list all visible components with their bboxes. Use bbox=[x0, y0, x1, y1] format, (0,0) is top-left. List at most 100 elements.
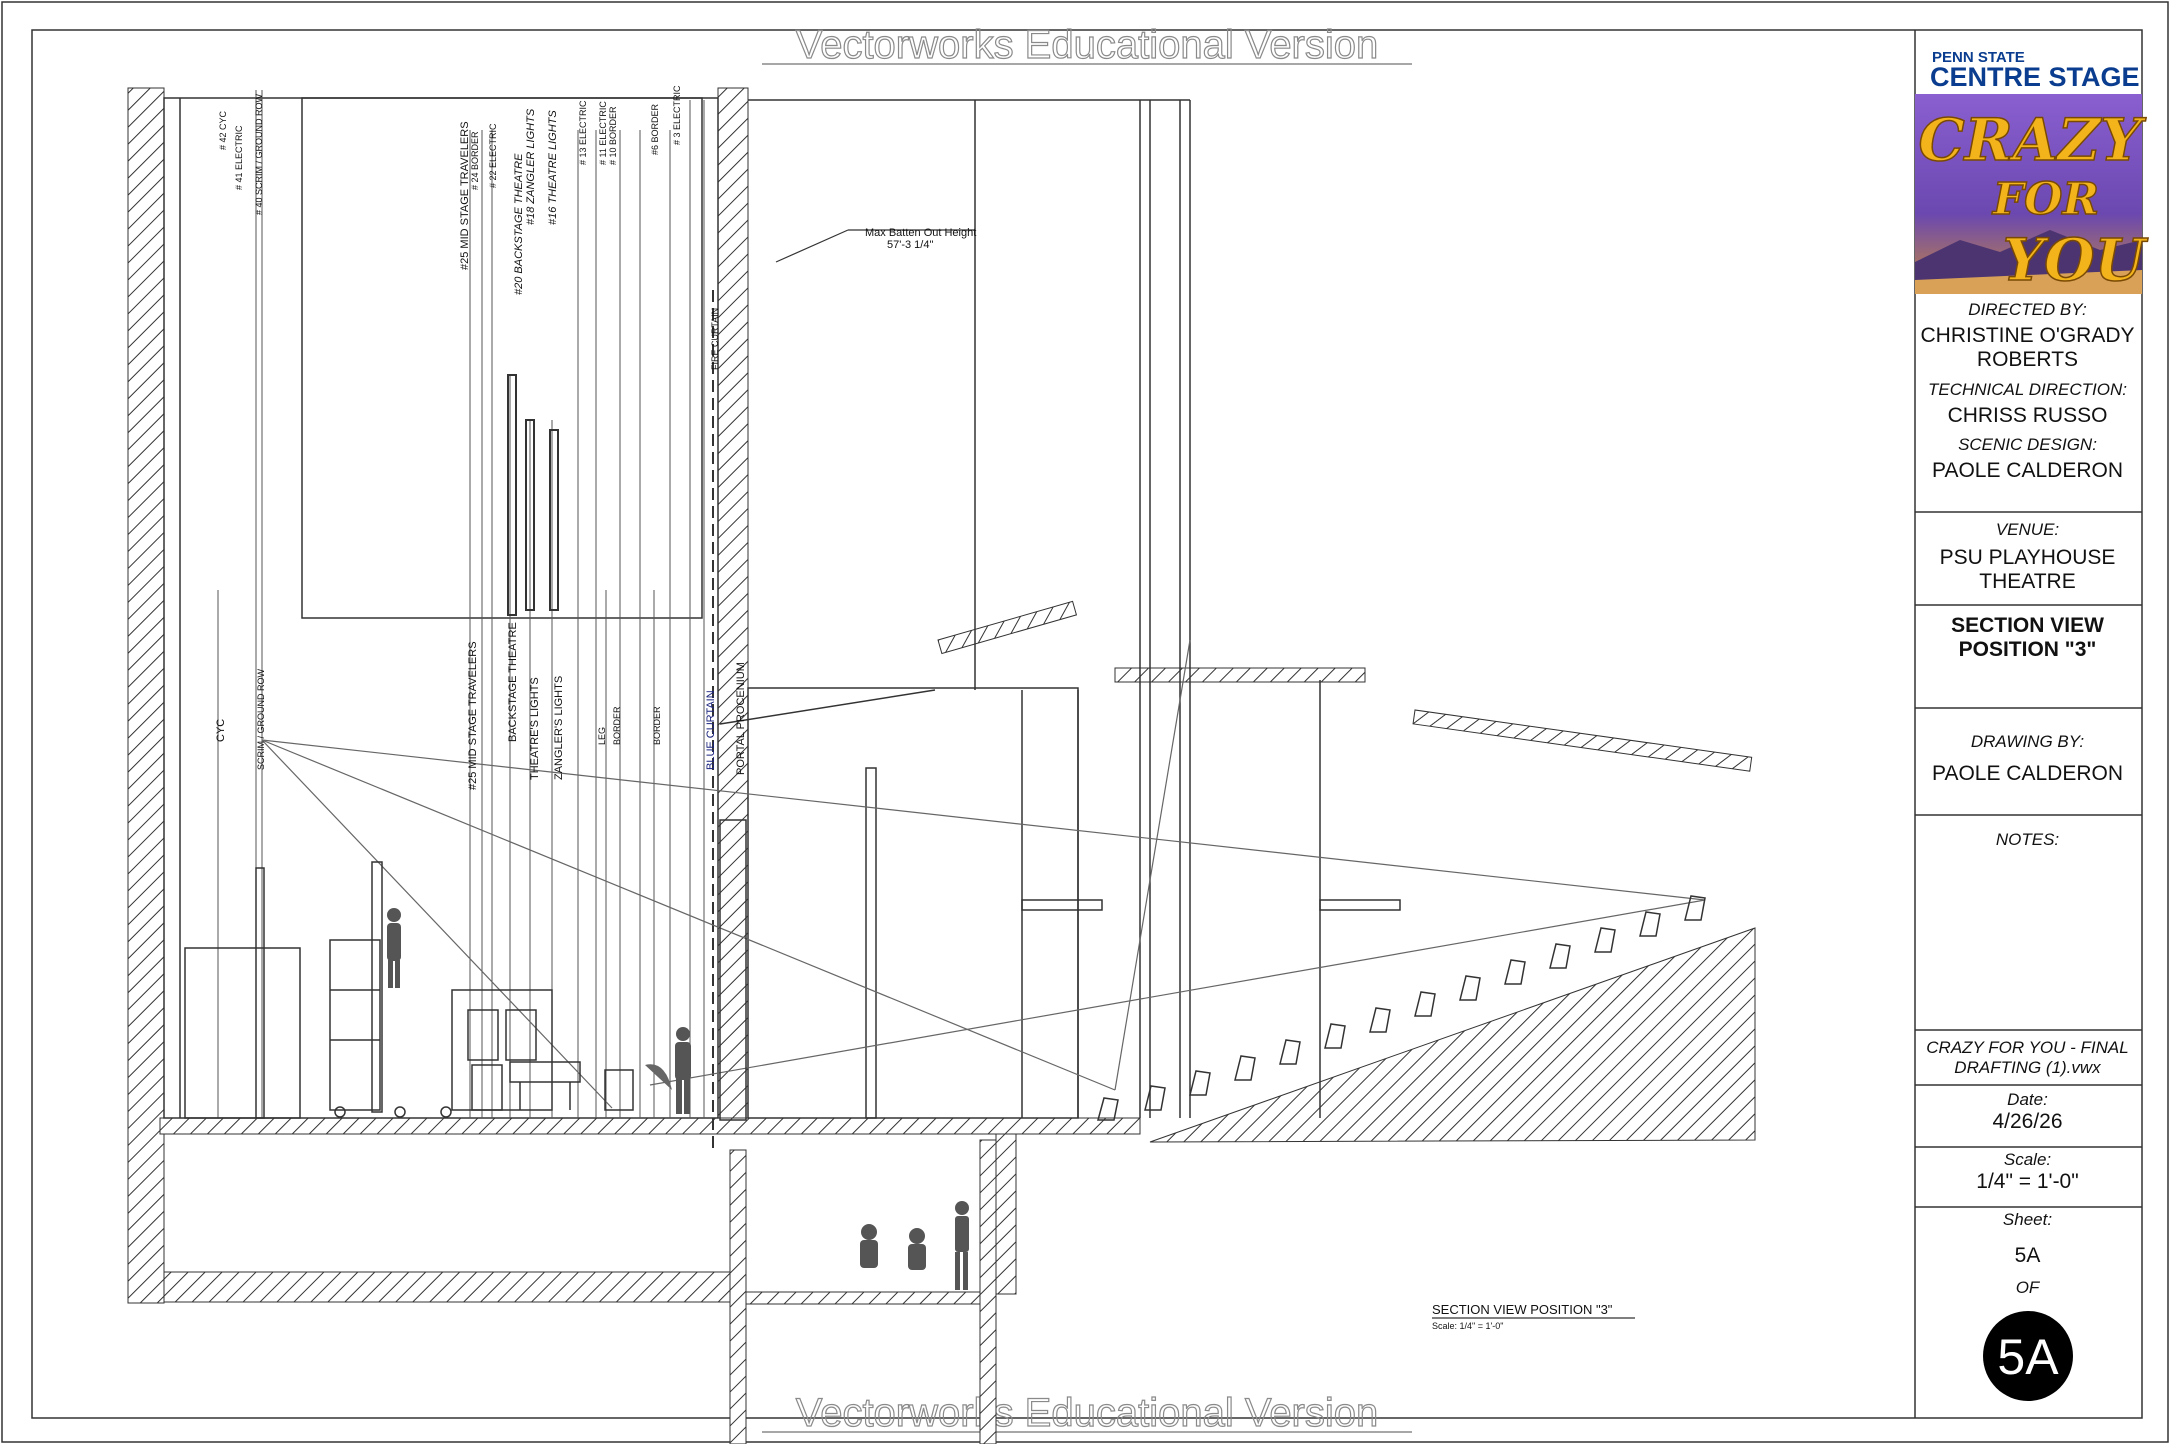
tech-value: CHRISS RUSSO bbox=[1947, 404, 2108, 427]
sightlines bbox=[261, 639, 1706, 1109]
sheet-block: Sheet: 5A OF bbox=[1915, 1210, 2140, 1298]
stage-label-backstage: BACKSTAGE THEATRE bbox=[507, 622, 519, 742]
stage-label-portal: PORTAL PROCENIUM bbox=[735, 662, 747, 775]
stage-label-zanglers-lights: ZANGLER'S LIGHTS bbox=[553, 676, 565, 780]
sheet-value: 5A bbox=[2014, 1244, 2041, 1267]
set-table bbox=[509, 1061, 581, 1083]
fly-label-electric-41: # 41 ELECTRIC bbox=[234, 125, 244, 190]
fly-label-travelers: #25 MID STAGE TRAVELERS bbox=[459, 121, 471, 270]
pit-wall-left bbox=[729, 1149, 747, 1444]
fly-label-fire-curtain: FIRE CURTAIN bbox=[710, 308, 720, 370]
stage-label-border-2: BORDER bbox=[652, 706, 662, 745]
fly-label-border-10: # 10 BORDER bbox=[608, 106, 618, 165]
drawing-by-value: PAOLE CALDERON bbox=[1932, 762, 2123, 785]
fly-label-backstage: #20 BACKSTAGE THEATRE bbox=[513, 153, 525, 295]
fly-label-electric-3: # 3 ELECTRIC bbox=[672, 85, 682, 145]
view-title-line-1: SECTION VIEW bbox=[1951, 614, 2104, 637]
fly-label-scrim: # 40 SCRIM / GROUND ROW bbox=[254, 93, 264, 215]
sheet-number-text: 5A bbox=[1997, 1329, 2059, 1385]
drawing-by-block: DRAWING BY: PAOLE CALDERON bbox=[1915, 732, 2140, 786]
stage-deck bbox=[159, 1117, 1141, 1135]
stage-label-theatres-lights: THEATRE'S LIGHTS bbox=[529, 677, 541, 780]
figure-on-scaffold bbox=[387, 908, 401, 988]
fly-label-electric-13: # 13 ELECTRIC bbox=[578, 100, 588, 165]
scenic-block: SCENIC DESIGN: PAOLE CALDERON bbox=[1915, 435, 2140, 483]
sheet-number-circle bbox=[1983, 1311, 2073, 1401]
show-logo: PENN STATE CENTRE STAGE CRAZY FOR YOU bbox=[1915, 49, 2149, 295]
fly-label-electric-11: # 11 ELECTRIC bbox=[598, 101, 608, 165]
view-scale: Scale: 1/4" = 1'-0" bbox=[1432, 1321, 1503, 1331]
pit-floor bbox=[745, 1291, 981, 1305]
directed-block: DIRECTED BY: CHRISTINE O'GRADY ROBERTS bbox=[1915, 300, 2140, 372]
umbrella bbox=[645, 1064, 672, 1090]
sheet-label: Sheet: bbox=[2002, 1210, 2053, 1229]
scale-label: Scale: bbox=[2003, 1150, 2052, 1169]
logo-line-1: PENN STATE bbox=[1932, 49, 2025, 66]
scenic-value: PAOLE CALDERON bbox=[1932, 459, 2123, 482]
tech-label: TECHNICAL DIRECTION: bbox=[1928, 380, 2127, 399]
scenic-label: SCENIC DESIGN: bbox=[1958, 435, 2097, 454]
view-caption: SECTION VIEW POSITION "3" bbox=[1432, 1302, 1613, 1317]
notes-label: NOTES: bbox=[1995, 830, 2060, 849]
ceiling-panel-1 bbox=[937, 600, 1078, 655]
fly-label-zangler: #18 ZANGLER LIGHTS bbox=[525, 108, 537, 225]
fly-label-theatre-lights: #16 THEATRE LIGHTS bbox=[547, 110, 559, 225]
fly-loft bbox=[163, 97, 1401, 1119]
stage-label-travelers: #25 MID STAGE TRAVELERS bbox=[467, 641, 479, 790]
venue-label: VENUE: bbox=[1995, 520, 2060, 539]
drawing-by-label: DRAWING BY: bbox=[1970, 732, 2085, 751]
watermark-top: Vectorworks Educational Version bbox=[796, 23, 1379, 67]
view-title-line-2: POSITION "3" bbox=[1958, 638, 2097, 661]
pit-wall-right bbox=[979, 1139, 997, 1444]
pit-musicians bbox=[860, 1201, 969, 1290]
stage-label-leg: LEG bbox=[597, 727, 607, 745]
fly-label-border-24: # 24 BORDER bbox=[470, 131, 480, 190]
figures bbox=[387, 908, 969, 1290]
poster-word-crazy: CRAZY bbox=[1918, 106, 2147, 174]
drawing-frame bbox=[31, 29, 2143, 1419]
notes-block: NOTES: bbox=[1915, 830, 2140, 850]
directed-value: CHRISTINE O'GRADY ROBERTS bbox=[1920, 324, 2135, 371]
fly-label-cyc: # 42 CYC bbox=[218, 110, 228, 150]
auditorium-seats bbox=[1097, 895, 1706, 1121]
file-name-block: CRAZY FOR YOU - FINAL DRAFTING (1).vwx bbox=[1915, 1038, 2140, 1078]
date-block: Date: 4/26/26 bbox=[1915, 1090, 2140, 1134]
poster-word-you: YOU bbox=[2003, 226, 2149, 294]
poster-word-for: FOR bbox=[1991, 174, 2099, 225]
stage-label-border-1: BORDER bbox=[612, 706, 622, 745]
scale-value: 1/4" = 1'-0" bbox=[1976, 1170, 2079, 1193]
scale-block: Scale: 1/4" = 1'-0" bbox=[1915, 1150, 2140, 1194]
max-batten-value: 57'-3 1/4" bbox=[887, 239, 933, 251]
set-pieces bbox=[184, 819, 747, 1121]
date-label: Date: bbox=[2007, 1090, 2048, 1109]
building-walls bbox=[127, 87, 1756, 1444]
stage-label-blue-curtain: BLUE CURTAIN bbox=[705, 690, 717, 770]
house-rake bbox=[1149, 927, 1756, 1143]
of-label: OF bbox=[2015, 1278, 2040, 1297]
watermark-bottom: Vectorworks Educational Version bbox=[796, 1391, 1379, 1435]
basement-floor bbox=[163, 1271, 731, 1303]
date-value: 4/26/26 bbox=[1992, 1110, 2063, 1133]
proscenium-wall bbox=[717, 87, 749, 1119]
ceiling-panel-2 bbox=[1114, 667, 1366, 683]
batten-leader bbox=[775, 229, 849, 263]
scaffold-tower bbox=[329, 939, 381, 1111]
venue-block: VENUE: PSU PLAYHOUSE THEATRE bbox=[1915, 520, 2140, 594]
fly-label-electric-22: # 22 ELECTRIC bbox=[488, 123, 498, 188]
stage-label-scrim: SCRIM / GROUND ROW bbox=[256, 668, 266, 770]
venue-value: PSU PLAYHOUSE THEATRE bbox=[1939, 546, 2116, 593]
tech-block: TECHNICAL DIRECTION: CHRISS RUSSO bbox=[1915, 380, 2140, 428]
figure-stage-man bbox=[675, 1027, 691, 1114]
ceiling-panel-3 bbox=[1412, 709, 1753, 772]
file-name: CRAZY FOR YOU - FINAL DRAFTING (1).vwx bbox=[1926, 1038, 2129, 1077]
apron-edge bbox=[995, 1133, 1017, 1295]
max-batten-label: Max Batten Out Height bbox=[865, 227, 976, 239]
directed-label: DIRECTED BY: bbox=[1968, 300, 2087, 319]
view-title-block: SECTION VIEW POSITION "3" bbox=[1915, 614, 2140, 662]
stage-label-cyc: CYC bbox=[215, 719, 227, 742]
fly-label-border-6: #6 BORDER bbox=[650, 103, 660, 155]
stage-left-wall bbox=[127, 87, 165, 1304]
logo-line-2: CENTRE STAGE bbox=[1930, 62, 2140, 92]
